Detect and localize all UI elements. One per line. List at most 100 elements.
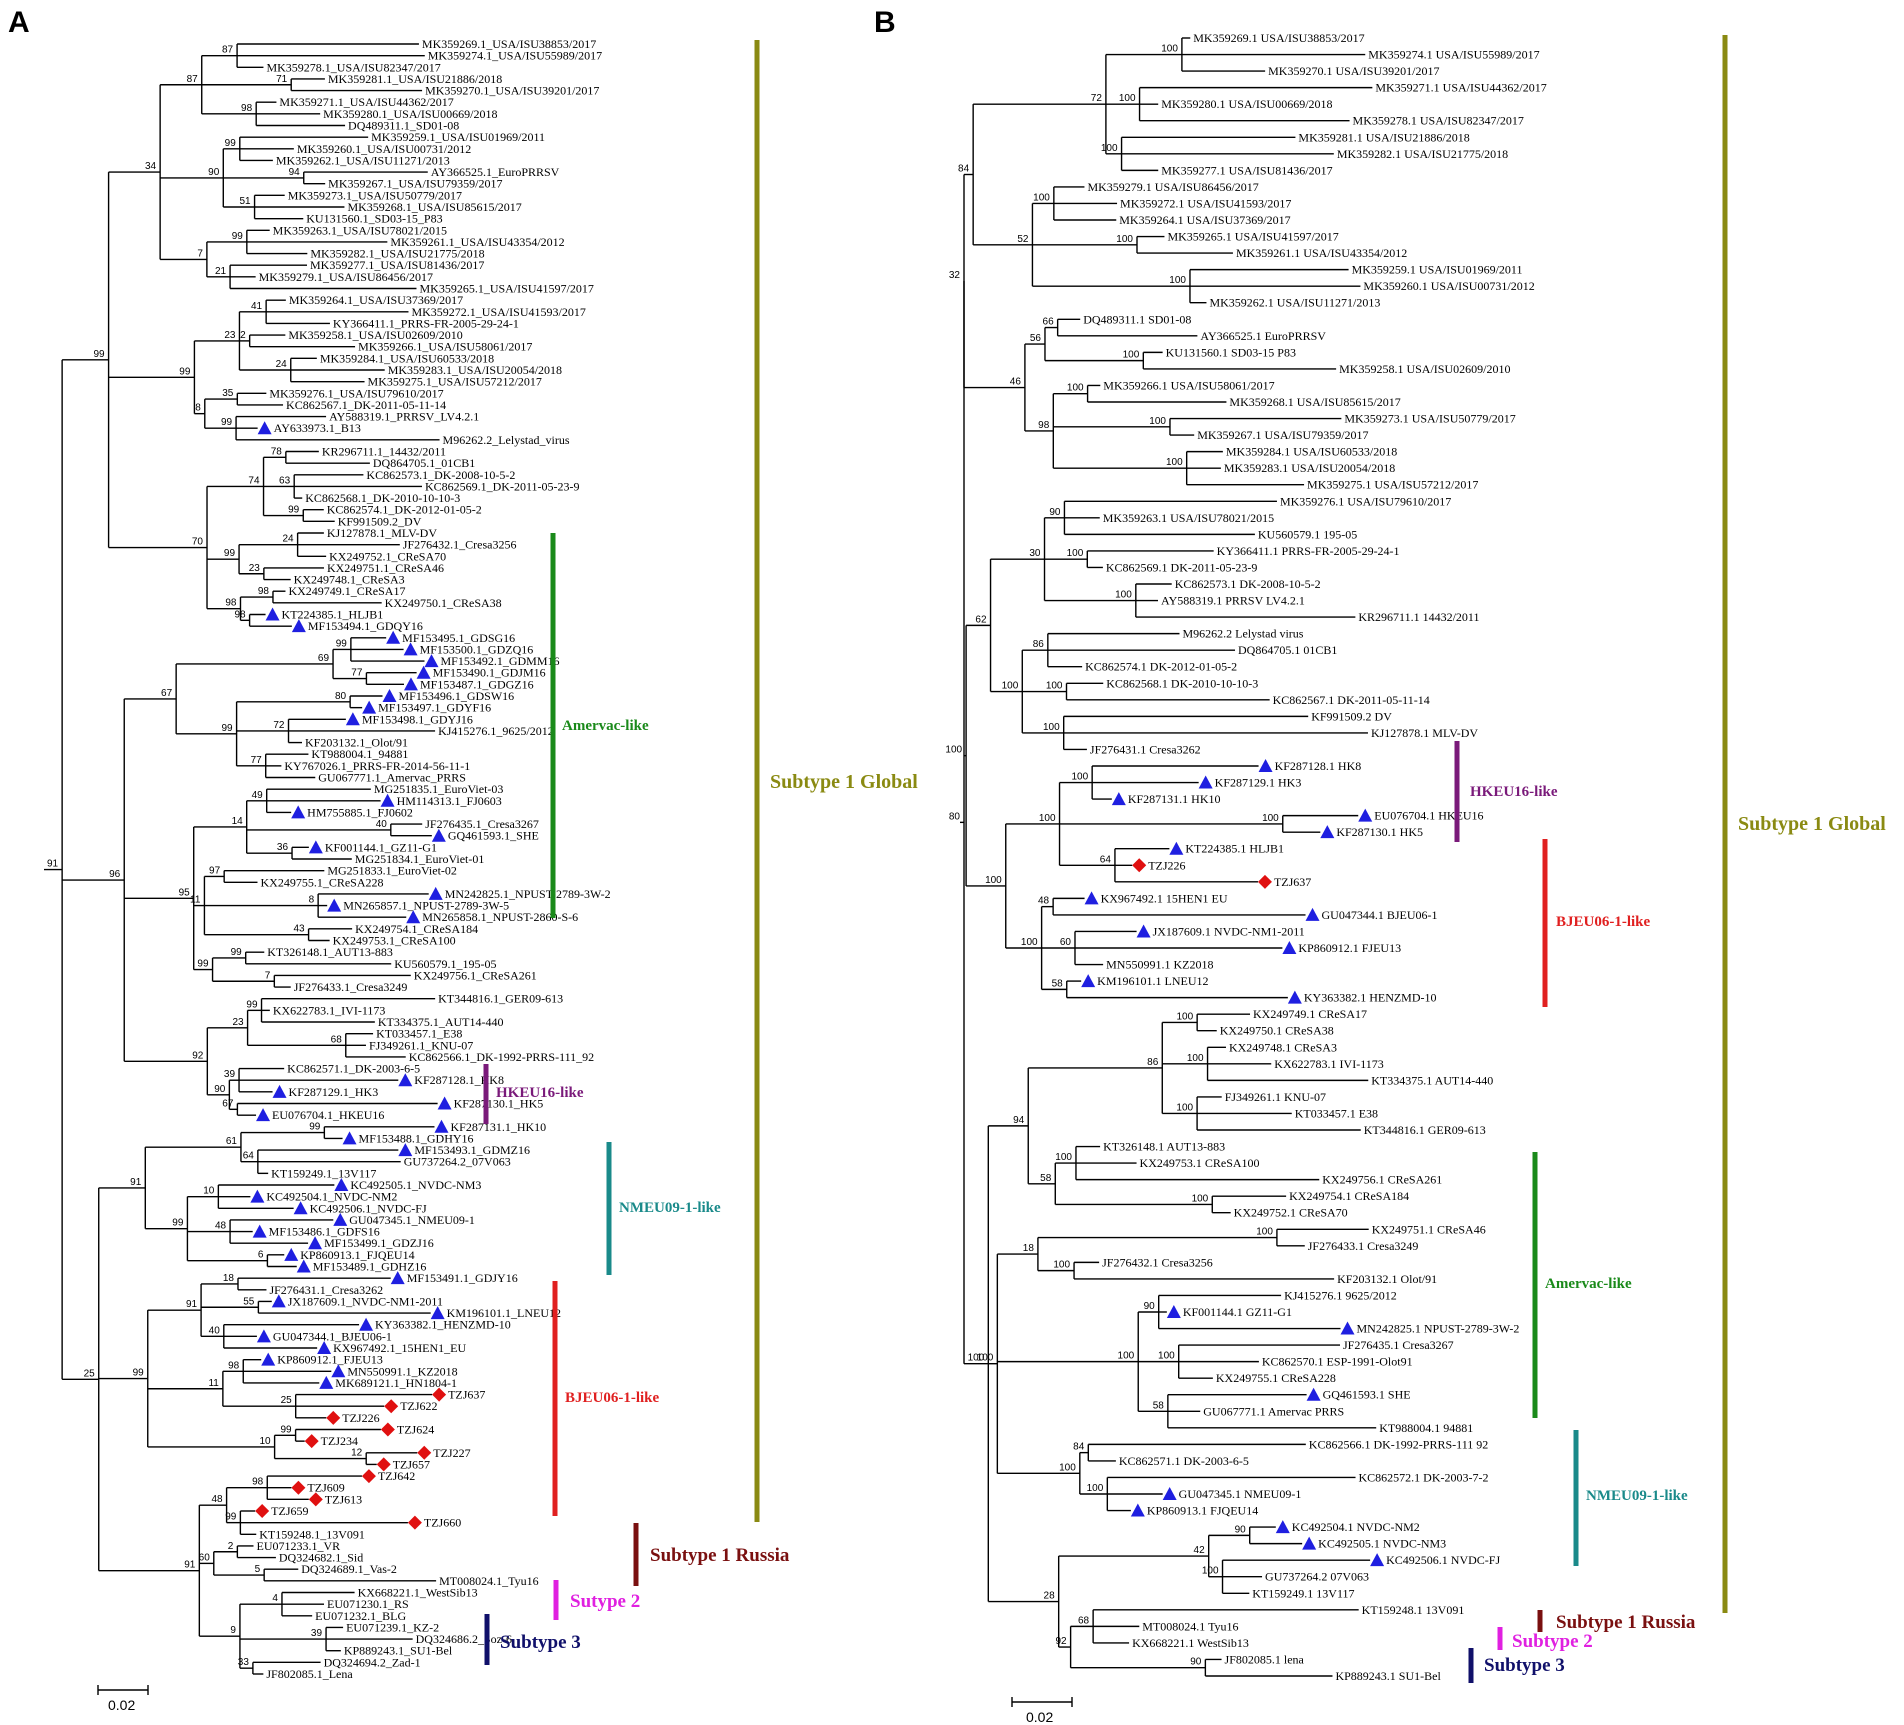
triangle-marker-icon (1275, 1520, 1290, 1534)
bootstrap-value: 62 (975, 614, 987, 625)
leaf-label: JX187609.1 NVDC-NM1-2011 (1153, 924, 1305, 938)
leaf-label: KX249752.1 CReSA70 (1234, 1206, 1348, 1220)
leaf-label: MK359279.1_USA/ISU86456/2017 (259, 270, 433, 284)
leaf-label: JF802085.1 lena (1225, 1652, 1305, 1666)
leaf-label: MN242825.1 NPUST-2789-3W-2 (1357, 1322, 1520, 1336)
leaf-label: MF153486.1_GDFS16 (269, 1225, 380, 1239)
triangle-marker-icon (1111, 792, 1126, 806)
leaf-label: KX249755.1_CReSA228 (260, 875, 383, 889)
bootstrap-value: 98 (228, 1360, 240, 1371)
leaf-label: M96262.2_Lelystad_virus (443, 433, 570, 447)
bootstrap-value: 98 (234, 609, 246, 620)
bootstrap-value: 99 (280, 1424, 292, 1435)
leaf-label: MK359275.1 USA/ISU57212/2017 (1307, 478, 1478, 492)
bootstrap-value: 99 (224, 548, 236, 559)
bootstrap-value: 91 (47, 859, 59, 870)
leaf-label: MG251834.1_EuroViet-01 (355, 852, 485, 866)
bootstrap-value: 40 (376, 819, 388, 830)
leaf-label: KF287129.1 HK3 (1215, 776, 1302, 790)
diamond-marker-icon (407, 1515, 422, 1530)
leaf-label: FJ349261.1_KNU-07 (369, 1038, 473, 1052)
leaf-label: MN265857.1_NPUST-2789-3W-5 (343, 899, 509, 913)
leaf-label: KC862566.1 DK-1992-PRRS-111 92 (1309, 1437, 1488, 1451)
bootstrap-value: 99 (179, 366, 191, 377)
bootstrap-value: 100 (1118, 1351, 1135, 1362)
bootstrap-value: 100 (1067, 548, 1084, 559)
leaf-label: MK359280.1 USA/ISU00669/2018 (1161, 97, 1332, 111)
leaf-label: EU071230.1_RS (327, 1597, 409, 1611)
leaf-label: EU076704.1 HKEU16 (1374, 809, 1483, 823)
leaf-label: MF153493.1_GDMZ16 (414, 1143, 530, 1157)
bootstrap-value: 77 (251, 755, 263, 766)
leaf-label: HM755885.1_FJ0602 (307, 805, 413, 819)
triangle-marker-icon (334, 1178, 349, 1191)
leaf-label: KT033457.1_E38 (376, 1027, 462, 1041)
bootstrap-value: 64 (243, 1151, 255, 1162)
leaf-label: KX249753.1_CReSA100 (333, 934, 456, 948)
triangle-marker-icon (362, 700, 377, 714)
triangle-marker-icon (1302, 1536, 1317, 1550)
leaf-label: MK359259.1_USA/ISU01969/2011 (371, 130, 545, 144)
leaf-label: KY366411.1 PRRS-FR-2005-29-24-1 (1217, 544, 1400, 558)
leaf-label: MK359271.1 USA/ISU44362/2017 (1375, 81, 1546, 95)
bootstrap-value: 99 (197, 959, 209, 970)
leaf-label: TZJ234 (321, 1434, 358, 1448)
leaf-label: KF287130.1_HK5 (454, 1097, 544, 1111)
leaf-label: KY767026.1_PRRS-FR-2014-56-11-1 (284, 759, 470, 773)
leaf-label: KX249751.1 CReSA46 (1372, 1222, 1486, 1236)
leaf-label: MK359265.1_USA/ISU41597/2017 (419, 282, 593, 296)
bootstrap-value: 60 (1060, 937, 1072, 948)
leaf-label: KX967492.1 15HEN1 EU (1101, 891, 1228, 905)
triangle-marker-icon (250, 1189, 265, 1203)
bootstrap-value: 98 (252, 1477, 264, 1488)
leaf-label: AY588319.1_PRRSV_LV4.2.1 (329, 410, 479, 424)
leaf-label: KY366411.1_PRRS-FR-2005-29-24-1 (333, 316, 519, 330)
clade-label-amervac: Amervac-like (1545, 1276, 1632, 1292)
leaf-label: MK359268.1_USA/ISU85615/2017 (347, 200, 521, 214)
leaf-label: KP860912.1_FJEU13 (277, 1353, 383, 1367)
leaf-label: AY633973.1_B13 (274, 421, 361, 435)
bootstrap-value: 2 (228, 1541, 234, 1552)
bootstrap-value: 99 (231, 947, 243, 958)
triangle-marker-icon (342, 1131, 357, 1145)
bootstrap-value: 100 (968, 1353, 985, 1364)
bootstrap-value: 23 (249, 563, 261, 574)
bootstrap-value: 34 (145, 161, 157, 172)
leaf-label: KX249754.1 CReSA184 (1289, 1189, 1409, 1203)
leaf-label: KF001144.1 GZ11-G1 (1183, 1305, 1292, 1319)
bootstrap-value: 100 (945, 745, 962, 756)
leaf-label: JF276432.1_Cresa3256 (403, 538, 517, 552)
triangle-marker-icon (359, 1317, 374, 1331)
panel-b-letter: B (874, 6, 896, 39)
diamond-marker-icon (380, 1422, 395, 1437)
leaf-label: EU076704.1_HKEU16 (272, 1108, 384, 1122)
bootstrap-value: 98 (241, 103, 253, 114)
bootstrap-value: 7 (265, 970, 271, 981)
triangle-marker-icon (291, 805, 306, 819)
clade-label-hkeu16: HKEU16-like (1470, 784, 1558, 800)
bootstrap-value: 40 (209, 1325, 221, 1336)
leaf-label: KX249751.1_CReSA46 (327, 561, 444, 575)
leaf-label: MK359282.1_USA/ISU21775/2018 (310, 247, 484, 261)
triangle-marker-icon (272, 1084, 287, 1098)
bootstrap-value: 90 (1144, 1301, 1156, 1312)
bootstrap-value: 100 (1053, 1260, 1070, 1271)
bootstrap-value: 100 (1161, 44, 1178, 55)
triangle-marker-icon (398, 1143, 413, 1157)
bootstrap-value: 100 (1123, 350, 1140, 361)
bootstrap-value: 87 (187, 74, 199, 85)
leaf-label: JF276435.1 Cresa3267 (1343, 1338, 1454, 1352)
triangle-marker-icon (1282, 941, 1297, 954)
diamond-marker-icon (308, 1492, 323, 1507)
leaf-label: TZJ226 (342, 1411, 379, 1425)
bootstrap-value: 99 (288, 505, 300, 516)
bootstrap-value: 100 (1021, 937, 1038, 948)
bootstrap-value: 36 (277, 842, 289, 853)
bootstrap-value: 97 (209, 865, 221, 876)
bootstrap-value: 100 (1119, 93, 1136, 104)
triangle-marker-icon (293, 1201, 308, 1215)
bootstrap-value: 5 (255, 1564, 261, 1575)
bootstrap-value: 100 (1187, 1053, 1204, 1064)
bootstrap-value: 100 (1101, 143, 1118, 154)
bootstrap-value: 4 (272, 1593, 278, 1604)
